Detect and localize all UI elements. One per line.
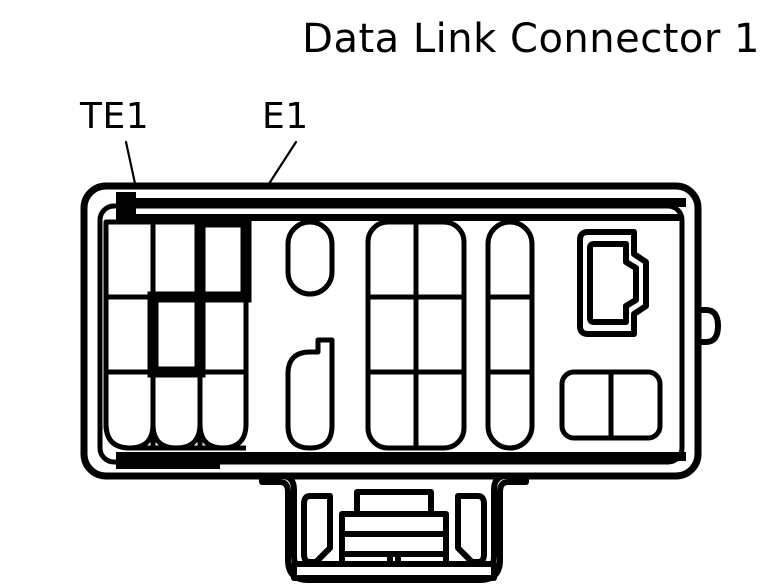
locking-tab-slot-right	[455, 493, 487, 565]
pair-terminal-block	[559, 369, 663, 441]
bottom-rim-bar-left-lip	[116, 462, 220, 469]
left-grid-cell-r3c3-bottom	[197, 423, 246, 451]
keyed-socket[interactable]	[577, 229, 649, 337]
terminal-e1[interactable]	[194, 216, 252, 303]
terminal-te1[interactable]	[147, 291, 206, 378]
lower-notched-slot[interactable]	[285, 337, 335, 451]
rim-notch	[116, 192, 136, 218]
page-title: Data Link Connector 1	[302, 16, 760, 62]
locking-tab-center-cap	[354, 489, 434, 517]
top-rim-bar	[116, 198, 686, 207]
single-column-body	[485, 219, 535, 451]
locking-tab-slot-left	[301, 493, 333, 565]
top-rim-bar-inner	[116, 214, 682, 221]
middle-slot-group	[285, 219, 335, 451]
left-grid-cell-r3c2-bottom	[150, 423, 200, 451]
keyed-socket-inner	[587, 241, 639, 325]
mid-terminal-grid	[365, 219, 467, 451]
left-grid-cell-r3c1-bottom	[103, 423, 153, 451]
pin-label-te1: TE1	[79, 96, 149, 137]
single-terminal-column	[485, 219, 535, 451]
locking-tab-center-bar-2	[339, 531, 449, 557]
locking-tab-base-plate	[291, 561, 497, 581]
pin-label-e1: E1	[262, 96, 309, 137]
bottom-rim-bar	[116, 452, 686, 461]
left-terminal-grid	[103, 216, 252, 451]
upper-oval-slot[interactable]	[285, 219, 335, 297]
locking-tab[interactable]	[259, 473, 529, 583]
